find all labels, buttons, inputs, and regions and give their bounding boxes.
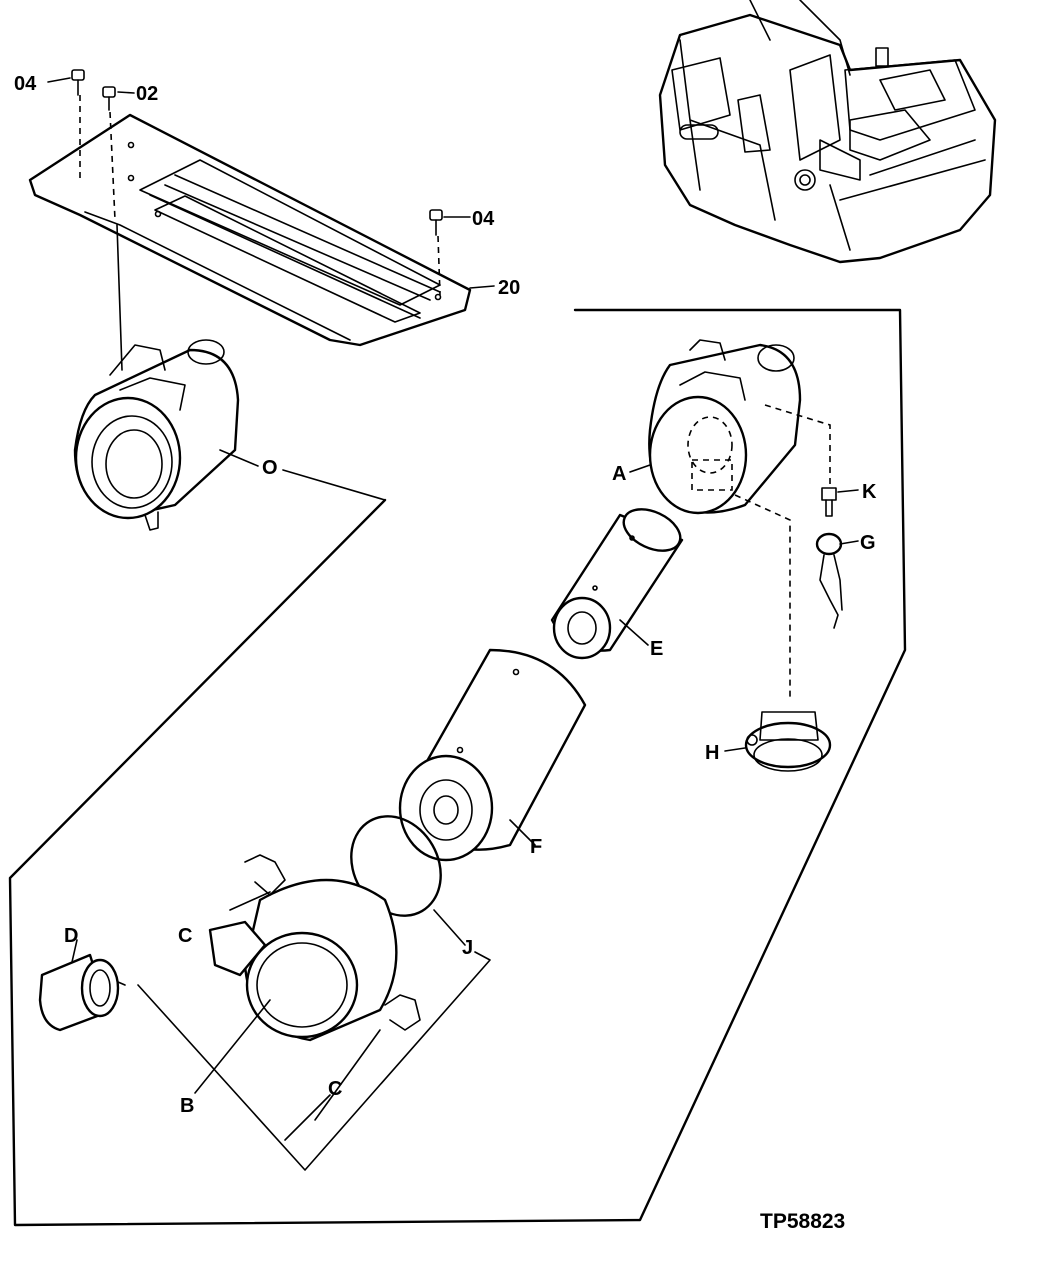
callout-04-right: 04 (472, 208, 495, 230)
callout-H: H (705, 742, 719, 764)
air-cleaner-assembly-O (73, 339, 240, 531)
vacuator-valve-H (744, 711, 832, 772)
secondary-element-E (550, 508, 684, 660)
bolt-04-left (71, 69, 85, 180)
reference-code: TP58823 (760, 1210, 845, 1233)
dust-cup-B (208, 878, 398, 1042)
callout-A: A (612, 463, 626, 485)
callout-J: J (462, 937, 473, 959)
restriction-indicator-G (815, 532, 843, 629)
callout-D: D (64, 925, 78, 947)
callout-04-left: 04 (14, 73, 37, 95)
callout-G: G (860, 532, 876, 554)
excavator-overview (658, 0, 997, 264)
callout-20: 20 (498, 277, 520, 299)
callout-B: B (180, 1095, 194, 1117)
callout-K: K (862, 481, 877, 503)
callout-O: O (262, 457, 278, 479)
callout-E: E (650, 638, 663, 660)
clamp-C-top (244, 854, 286, 896)
callout-02: 02 (136, 83, 158, 105)
bolt-04-right (429, 209, 443, 296)
callout-C-top: C (178, 925, 192, 947)
exploded-view-boundary (8, 308, 907, 1227)
bolt-02 (102, 86, 116, 221)
callout-C-bottom: C (328, 1078, 342, 1100)
clamp-C-bottom (384, 994, 421, 1031)
unloader-valve-D (38, 953, 120, 1032)
cover-plate-20 (28, 113, 472, 347)
primary-element-F (398, 648, 587, 862)
air-cleaner-housing-A (648, 339, 831, 700)
restriction-sensor-K (821, 487, 837, 517)
callout-F: F (530, 836, 542, 858)
